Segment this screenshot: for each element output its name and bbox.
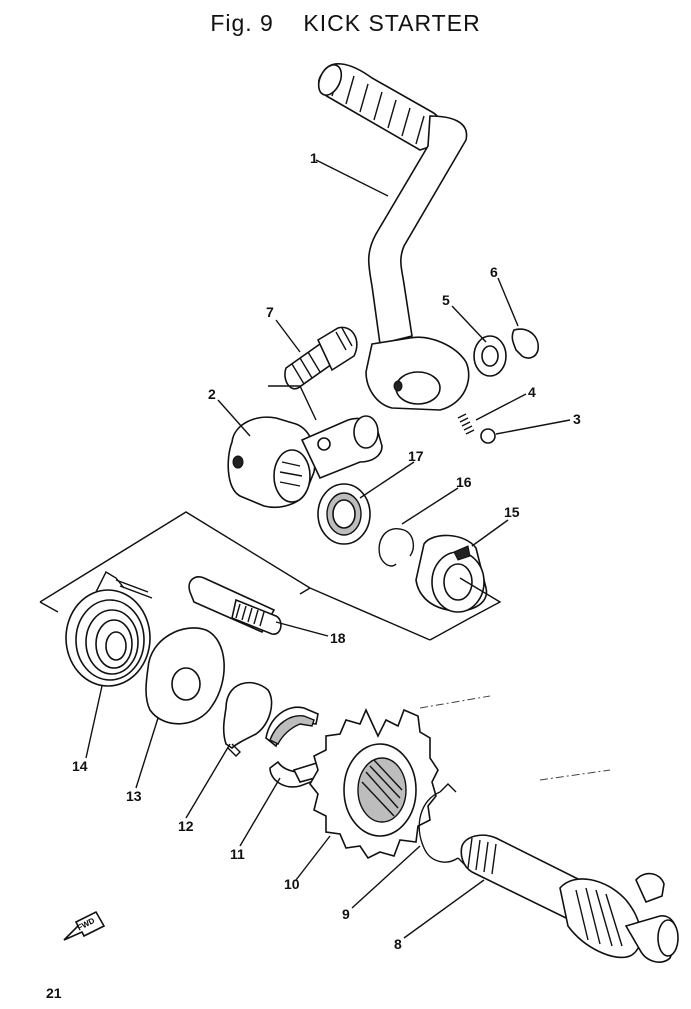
- callout-3: 3: [573, 411, 581, 427]
- callout-9: 9: [342, 906, 350, 922]
- page-number: 21: [46, 985, 62, 1001]
- callout-8: 8: [394, 936, 402, 952]
- oil-seal-part: [317, 483, 371, 545]
- callout-11: 11: [230, 846, 245, 862]
- callout-12: 12: [178, 818, 194, 834]
- axle-pin-part: [188, 576, 282, 635]
- callout-14: 14: [72, 758, 88, 774]
- callout-5: 5: [442, 292, 450, 308]
- callout-18: 18: [330, 630, 346, 646]
- bushing-part: [415, 534, 488, 613]
- callout-13: 13: [126, 788, 142, 804]
- spring-ball-parts: [457, 413, 496, 444]
- kick-crank-part: [317, 63, 470, 411]
- kick-axle-part: [460, 834, 679, 963]
- callout-7: 7: [266, 304, 274, 320]
- callout-17: 17: [408, 448, 424, 464]
- circlip-16-part: [378, 528, 415, 567]
- kick-boss-part: [227, 415, 383, 508]
- callout-1: 1: [310, 150, 318, 166]
- torsion-spring-part: [65, 571, 153, 687]
- callout-2: 2: [208, 386, 216, 402]
- plate-washer-part: [145, 627, 225, 725]
- bolt-part: [284, 326, 358, 390]
- figure-title: Fig. 9 KICK STARTER: [210, 10, 481, 36]
- circlip-12-part: [222, 681, 273, 757]
- callout-6: 6: [490, 264, 498, 280]
- forward-arrow-icon: FWD: [63, 910, 106, 941]
- callout-10: 10: [284, 876, 300, 892]
- kick-gear-part: [309, 708, 439, 860]
- callout-4: 4: [528, 384, 536, 400]
- washer-circlip-parts: [473, 328, 539, 377]
- leader-lines: [85, 159, 571, 939]
- callout-16: 16: [456, 474, 472, 490]
- ratchet-part: [265, 706, 323, 788]
- callout-15: 15: [504, 504, 520, 520]
